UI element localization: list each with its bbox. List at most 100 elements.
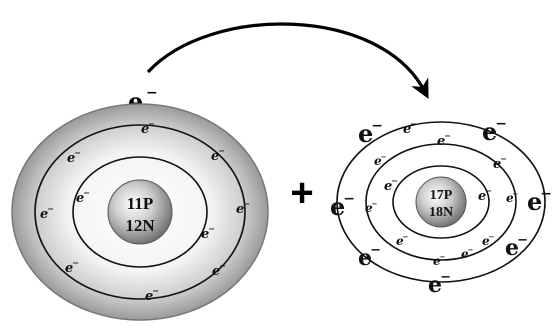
svg-text:−: − — [485, 186, 492, 196]
chlorine-protons: 17P — [430, 188, 453, 203]
svg-text:e: e — [358, 245, 372, 271]
sodium-electrons: e−e−e−e−e−e−e−e−e−e− — [40, 119, 250, 305]
svg-text:−: − — [152, 286, 159, 296]
svg-text:e: e — [141, 122, 149, 137]
svg-text:−: − — [72, 258, 79, 268]
svg-text:e: e — [428, 272, 442, 298]
electron: e− — [478, 186, 492, 205]
electron: e− — [365, 199, 378, 215]
svg-text:e: e — [67, 151, 75, 166]
electron: e− — [358, 243, 381, 271]
svg-text:e: e — [437, 134, 445, 149]
svg-text:e: e — [365, 201, 373, 215]
svg-text:e: e — [482, 117, 497, 146]
svg-text:e: e — [211, 149, 219, 164]
svg-text:−: − — [343, 191, 355, 207]
svg-text:−: − — [468, 245, 474, 254]
svg-text:−: − — [83, 188, 90, 198]
svg-text:e: e — [461, 247, 469, 261]
svg-text:e: e — [403, 122, 411, 137]
electron: e− — [67, 148, 81, 167]
svg-text:e: e — [433, 254, 441, 268]
plus-sign: + — [290, 171, 313, 215]
svg-text:−: − — [500, 154, 507, 164]
electron: e− — [374, 152, 387, 168]
svg-text:e: e — [493, 157, 501, 172]
svg-text:e: e — [330, 192, 345, 221]
sodium-inner-shell — [72, 156, 208, 268]
electron: e− — [428, 270, 451, 298]
electron: e− — [396, 232, 409, 248]
electron: e− — [65, 258, 79, 277]
sodium-protons: 11P — [127, 194, 153, 213]
electron: e− — [358, 118, 383, 148]
svg-text:−: − — [243, 199, 250, 209]
electron: e− — [506, 189, 519, 205]
svg-text:−: − — [148, 119, 155, 129]
sodium-nucleus — [107, 179, 173, 245]
electron: e− — [330, 191, 355, 221]
svg-text:−: − — [372, 199, 378, 208]
electron: e− — [482, 116, 507, 146]
svg-text:−: − — [440, 270, 451, 285]
chlorine-inner-shell — [392, 165, 490, 239]
electron: e− — [461, 245, 474, 261]
svg-text:e: e — [358, 119, 373, 148]
svg-text:−: − — [146, 85, 158, 101]
electron: e− — [433, 252, 446, 268]
chlorine-middle-shell — [365, 143, 517, 261]
chlorine-neutrons: 18N — [429, 205, 453, 220]
electron: e− — [211, 146, 225, 165]
svg-text:−: − — [513, 189, 519, 198]
svg-text:e: e — [145, 289, 153, 304]
transfer-arrow — [146, 22, 429, 99]
svg-text:e: e — [76, 191, 84, 206]
svg-text:e: e — [212, 264, 220, 279]
electron: e− — [201, 224, 215, 243]
svg-text:e: e — [482, 234, 490, 248]
electron: e− — [141, 119, 155, 138]
svg-text:−: − — [540, 186, 552, 202]
sodium-outer-shell — [34, 124, 246, 300]
svg-text:e: e — [374, 154, 382, 168]
svg-text:−: − — [371, 118, 383, 134]
svg-text:−: − — [391, 176, 398, 186]
svg-text:−: − — [208, 224, 215, 234]
svg-text:e: e — [505, 235, 519, 261]
electron: e− — [505, 233, 528, 261]
electron: e− — [527, 186, 552, 216]
svg-text:e: e — [478, 189, 486, 204]
electron: e− — [212, 261, 226, 280]
svg-text:e: e — [506, 191, 514, 205]
svg-text:−: − — [381, 152, 387, 161]
electron: e− — [403, 119, 417, 138]
svg-text:−: − — [410, 119, 417, 129]
svg-text:e: e — [201, 227, 209, 242]
svg-text:−: − — [444, 131, 451, 141]
electron: e− — [40, 204, 54, 223]
electron: e− — [482, 232, 495, 248]
chlorine-nucleus — [415, 176, 467, 228]
chlorine-electrons: e−e−e−e−e−e−e−e−e−e−e−e−e−e−e−e−e−e−e− — [330, 116, 552, 298]
svg-text:−: − — [403, 232, 409, 241]
electron: e− — [236, 199, 250, 218]
svg-text:e: e — [527, 187, 542, 216]
chlorine-outer-shell — [336, 121, 546, 283]
svg-text:−: − — [219, 261, 226, 271]
electron: e− — [493, 154, 507, 173]
svg-text:−: − — [495, 116, 507, 132]
svg-text:−: − — [440, 252, 446, 261]
svg-text:−: − — [489, 232, 495, 241]
svg-text:−: − — [47, 204, 54, 214]
sodium-neutrons: 12N — [125, 216, 155, 235]
svg-text:e: e — [65, 261, 73, 276]
svg-text:−: − — [218, 146, 225, 156]
electron: e− — [76, 188, 90, 207]
chlorine-atom: 17P 18N e−e−e−e−e−e−e−e−e−e−e−e−e−e−e−e−… — [330, 116, 552, 298]
svg-text:e: e — [236, 202, 244, 217]
svg-text:−: − — [517, 233, 528, 248]
electron: e− — [384, 176, 398, 195]
svg-text:e: e — [384, 179, 392, 194]
